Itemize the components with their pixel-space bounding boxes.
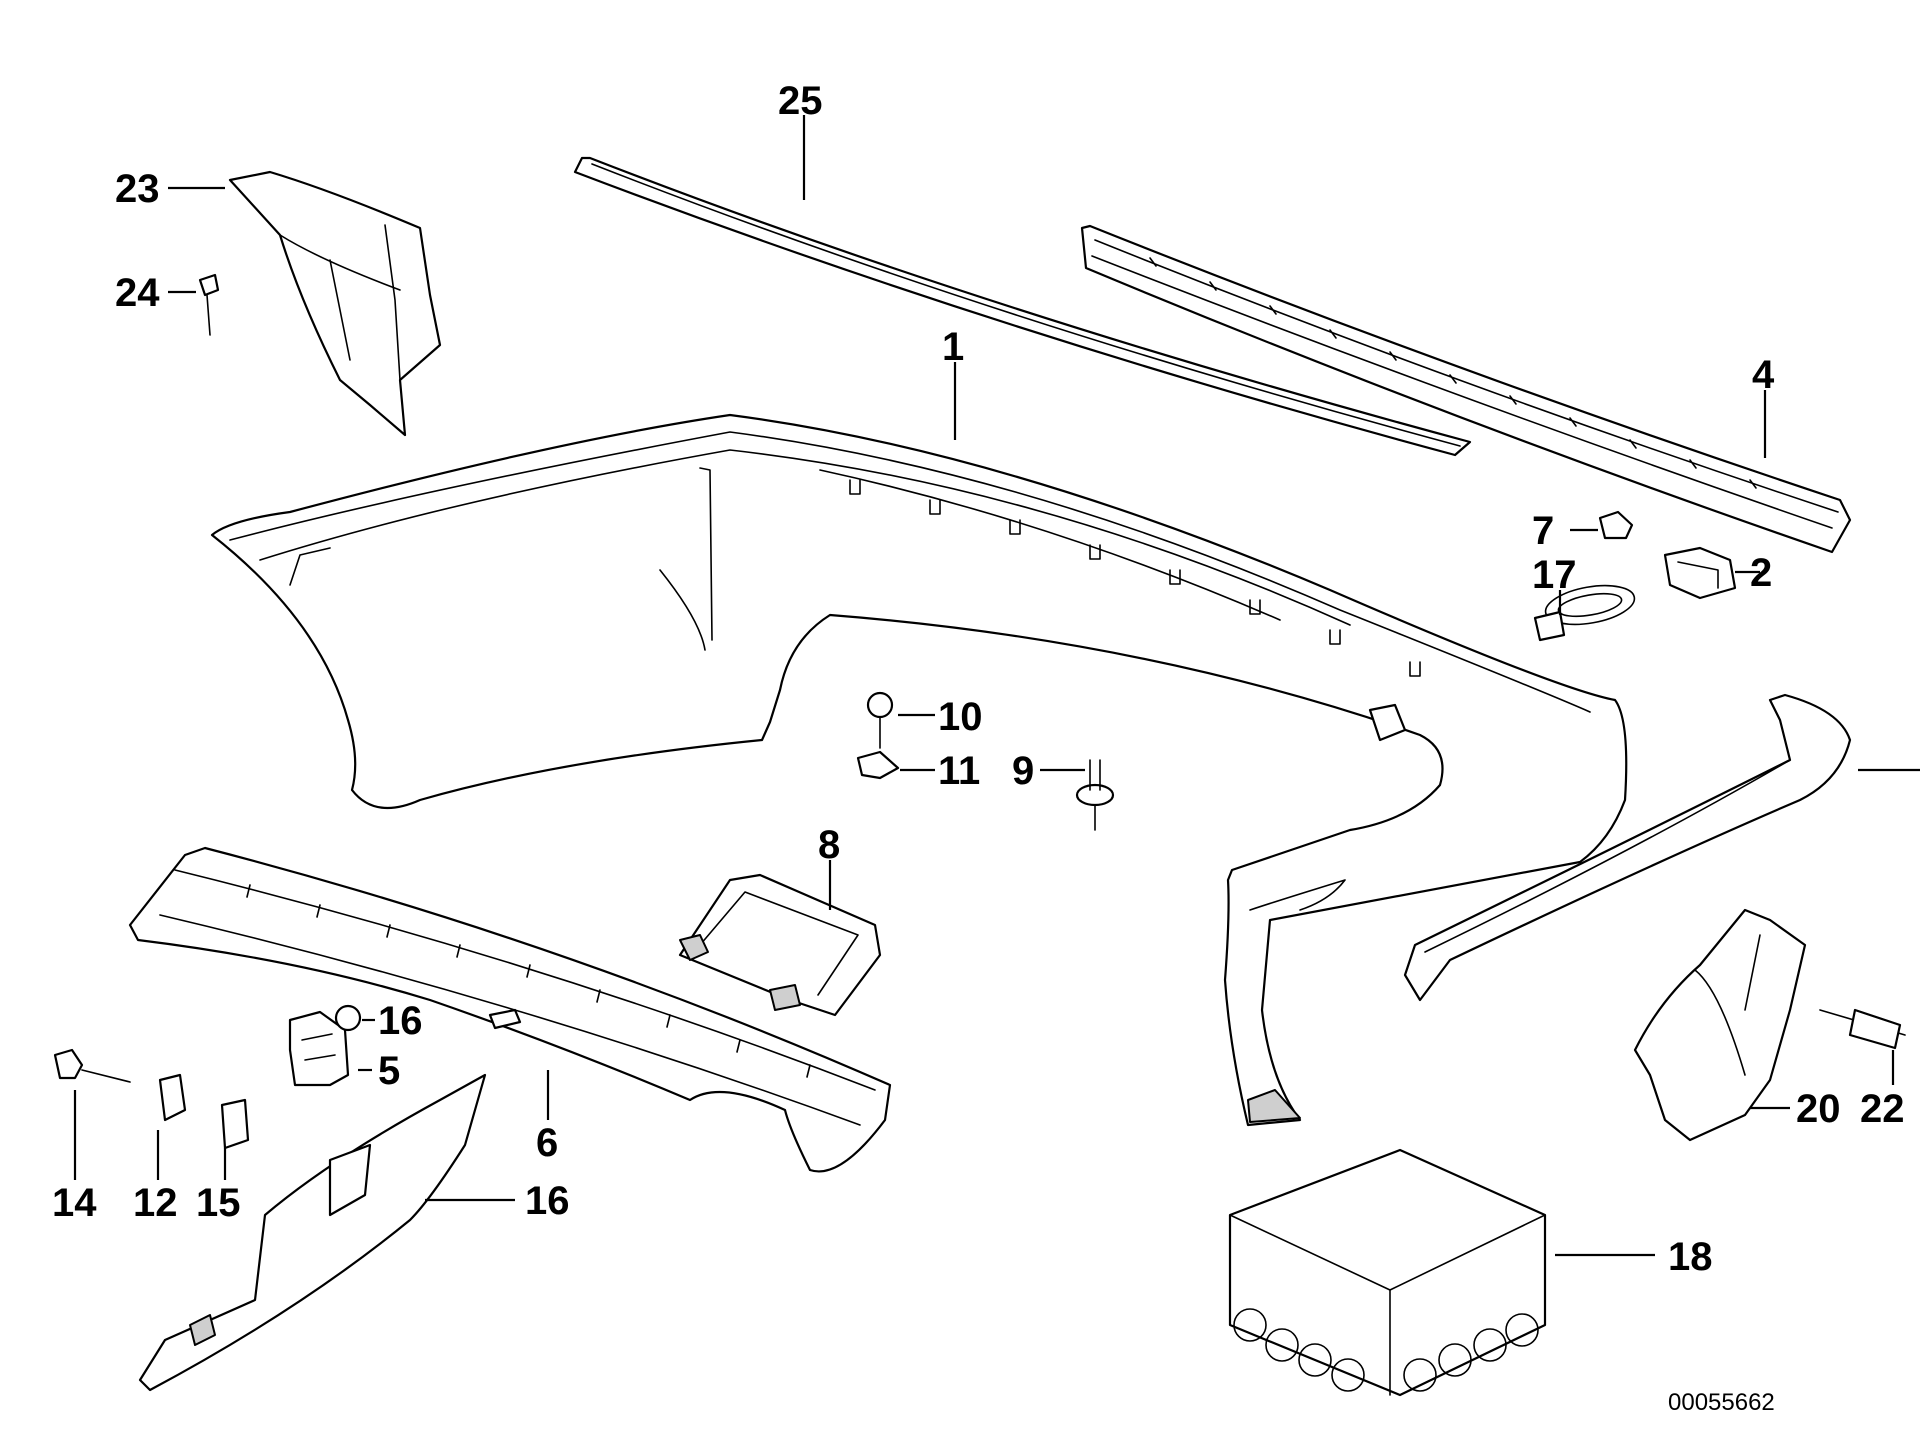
bolt	[866, 691, 894, 749]
leader-lines	[73, 115, 1920, 1257]
callout-13: 14	[52, 1181, 97, 1225]
box	[1228, 1148, 1547, 1397]
document-number: 00055662	[1668, 1389, 1775, 1416]
bumper-shell	[210, 413, 1628, 1127]
guide-plate	[138, 1073, 487, 1392]
callout-25: 25	[778, 79, 823, 123]
callout-15: 16	[378, 999, 423, 1043]
callout-11: 11	[938, 749, 980, 793]
callout-9: 9	[1012, 749, 1034, 793]
callout-6: 6	[536, 1121, 558, 1165]
callout-22: 22	[1860, 1087, 1905, 1131]
callout-24: 24	[115, 271, 160, 315]
trim-panel	[128, 846, 892, 1173]
callout-14: 15	[196, 1181, 241, 1225]
bracket	[228, 170, 442, 437]
callout-7: 8	[818, 823, 840, 867]
reinforcement-rail	[1080, 224, 1852, 554]
expanding-nut	[53, 1048, 131, 1083]
bracket	[288, 1010, 350, 1087]
callout-20: 20	[1796, 1087, 1841, 1131]
bumper-side-piece	[1403, 693, 1852, 1002]
callout-labels: 25 23 24 1 4 7 2 17 10 11 9 8 16 5 6 14 …	[52, 79, 1905, 1416]
callout-16: 16	[525, 1179, 570, 1223]
towing-eye	[1533, 584, 1636, 642]
bolt	[334, 1004, 362, 1032]
callout-2: 2	[1750, 551, 1772, 595]
callout-23: 23	[115, 167, 160, 211]
callout-12: 12	[133, 1181, 178, 1225]
callout-5: 5	[378, 1049, 400, 1093]
wheel-arch-cover	[1633, 908, 1807, 1142]
moulding-strip	[573, 156, 1472, 457]
rivet	[1075, 759, 1115, 831]
rivet	[198, 273, 220, 336]
clip	[220, 1098, 250, 1150]
callout-8: 7	[1532, 509, 1554, 553]
nut	[856, 750, 900, 780]
clip	[158, 1073, 187, 1122]
callout-18: 18	[1668, 1235, 1713, 1279]
callout-17: 17	[1532, 553, 1577, 597]
reflector-holder	[678, 873, 882, 1017]
clip	[1598, 510, 1634, 540]
callout-4: 4	[1752, 353, 1775, 397]
screw	[1819, 1008, 1906, 1050]
callout-10: 10	[938, 695, 983, 739]
callout-1: 1	[942, 325, 964, 369]
reflector-holder	[1663, 546, 1737, 600]
